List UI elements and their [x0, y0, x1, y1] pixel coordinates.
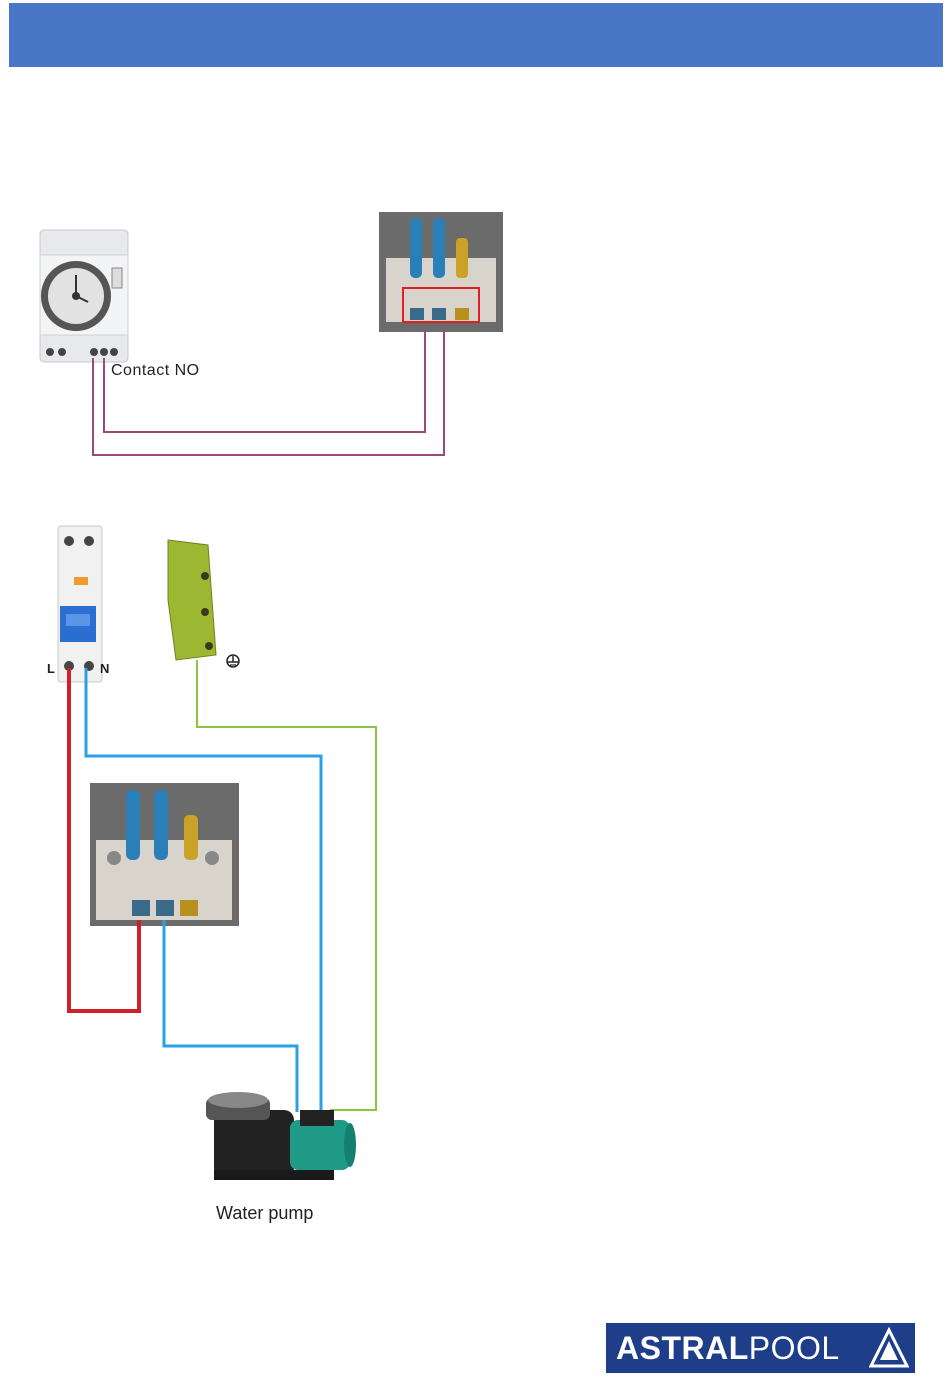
timer-wires — [93, 330, 444, 455]
water-pump — [206, 1092, 356, 1180]
water-pump-label: Water pump — [216, 1203, 313, 1224]
terminal-n-label: N — [100, 661, 109, 676]
logo-triangle-icon — [869, 1327, 909, 1369]
earth-terminal — [168, 540, 239, 667]
terminal-l-label: L — [47, 661, 55, 676]
contact-no-label: Contact NO — [111, 362, 200, 380]
timer-switch — [40, 230, 128, 362]
astralpool-logo: ASTRALPOOL — [606, 1323, 915, 1373]
terminal-block-middle — [90, 783, 239, 926]
circuit-breaker — [58, 526, 102, 682]
terminal-block-top — [379, 212, 503, 332]
logo-text: ASTRALPOOL — [606, 1330, 840, 1367]
